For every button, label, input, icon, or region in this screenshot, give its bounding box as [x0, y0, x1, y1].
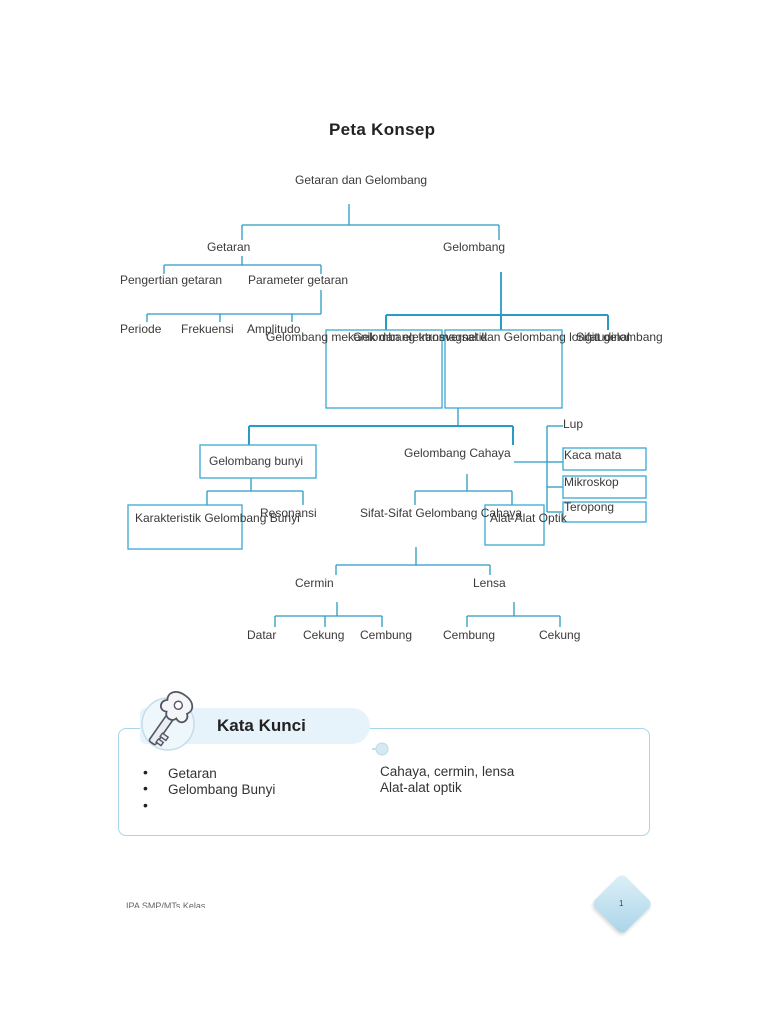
keyword-item: Cahaya, cermin, lensa	[380, 764, 515, 779]
node-lensa: Lensa	[473, 576, 506, 590]
node-cekung-cermin: Cekung	[303, 628, 345, 642]
node-root: Getaran dan Gelombang	[295, 173, 428, 187]
node-cermin: Cermin	[295, 576, 334, 590]
node-kaca-mata: Kaca mata	[564, 448, 622, 462]
bullet-icon: •	[143, 764, 148, 780]
node-cembung-lensa: Cembung	[443, 628, 496, 642]
node-cembung-cermin: Cembung	[360, 628, 413, 642]
kata-kunci-title: Kata Kunci	[217, 716, 306, 735]
node-gelombang-mekanik: Gelombang mekanik dan elektromagnetik	[266, 330, 488, 344]
node-gelombang-transversal: Gelombang transversal dan Gelombang long…	[353, 330, 630, 344]
node-parameter-getaran: Parameter getaran	[248, 273, 349, 287]
node-datar: Datar	[247, 628, 277, 642]
node-gelombang-bunyi: Gelombang bunyi	[209, 454, 304, 468]
node-karakteristik-bunyi: Karakteristik Gelombang Bunyi	[135, 511, 300, 525]
node-teropong: Teropong	[564, 500, 615, 514]
page-title: Peta Konsep	[329, 120, 436, 139]
node-sifat-gelombang: Sifat gelombang	[576, 330, 663, 344]
node-gelombang-cahaya: Gelombang Cahaya	[404, 446, 511, 460]
keyword-item: Gelombang Bunyi	[168, 782, 276, 797]
node-periode: Periode	[120, 322, 162, 336]
node-pengertian-getaran: Pengertian getaran	[120, 273, 223, 287]
node-alat-optik: Alat-Alat Optik	[490, 511, 567, 525]
key-icon	[141, 691, 195, 751]
node-frekuensi: Frekuensi	[181, 322, 234, 336]
node-gelombang: Gelombang	[443, 240, 506, 254]
node-mikroskop: Mikroskop	[564, 475, 619, 489]
page-number: 1	[619, 899, 624, 908]
node-lup: Lup	[563, 417, 584, 431]
node-getaran: Getaran	[207, 240, 251, 254]
keyword-item: Alat-alat optik	[380, 780, 462, 795]
node-resonansi: Resonansi	[260, 506, 317, 520]
bullet-icon: •	[143, 797, 148, 813]
node-sifat-cahaya: Sifat-Sifat Gelombang Cahaya	[360, 506, 523, 520]
node-cekung-lensa: Cekung	[539, 628, 581, 642]
footer-text: IPA SMP/MTs Kelas	[126, 901, 206, 908]
bullet-icon: •	[143, 780, 148, 796]
keyword-item: Getaran	[168, 766, 217, 781]
node-amplitudo: Amplitudo	[247, 322, 301, 336]
